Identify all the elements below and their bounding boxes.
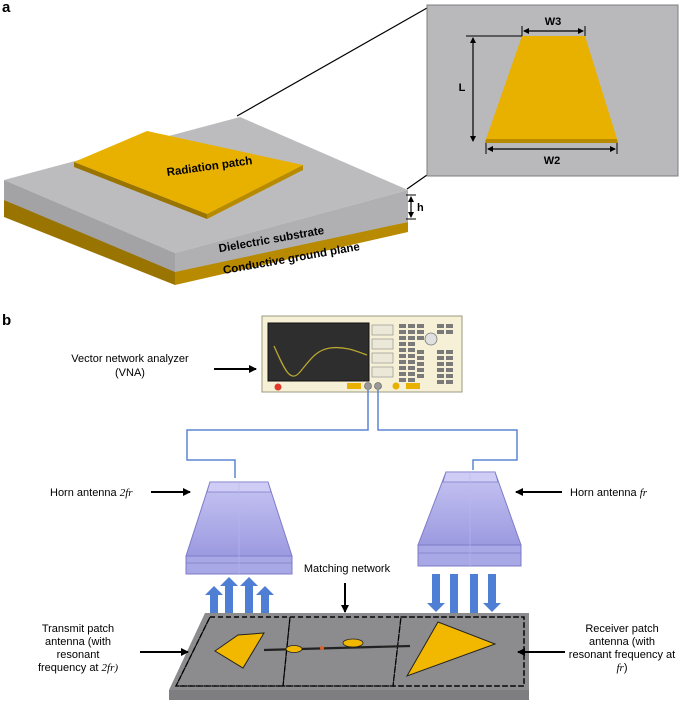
receiver-line-4: fr) — [616, 662, 627, 674]
receiver-line-1: Receiver patch — [585, 623, 658, 635]
patch-inset — [426, 4, 679, 177]
height-dimension — [406, 194, 416, 220]
receiver-section — [392, 616, 525, 687]
radiation-patch — [74, 131, 303, 219]
transmit-freq: 2fr) — [102, 662, 119, 674]
horn-left-label: Horn antenna 2fr — [50, 487, 133, 499]
receiver-close: ) — [624, 662, 628, 674]
receiver-line-3: resonant frequency at — [569, 649, 675, 661]
wave-arrow-up — [220, 577, 238, 625]
vna-power-led — [274, 383, 282, 391]
transmit-label: Transmit patch antenna (with resonant fr… — [38, 623, 118, 674]
vna-label-line2: (VNA) — [115, 367, 145, 379]
matching-element — [320, 646, 324, 650]
inset-trapezoid-edge — [485, 139, 618, 143]
panel-b-label: b — [2, 312, 11, 329]
panel-a: a Radiation patch Dielectric substrate C… — [2, 0, 679, 285]
substrate-front-face — [4, 180, 175, 272]
horn-right-prefix: Horn antenna — [570, 487, 640, 499]
transmit-patch — [214, 632, 265, 669]
inset-trapezoid — [486, 36, 617, 139]
wave-arrow-up — [256, 586, 274, 625]
vna-instrument — [261, 315, 463, 393]
vna-keypad — [399, 324, 453, 384]
wave-arrow-down — [483, 574, 501, 612]
panel-b: b — [2, 312, 675, 700]
ground-plane-front — [4, 200, 175, 285]
matching-stub-2 — [342, 638, 364, 648]
horn-antenna-right — [417, 471, 522, 567]
wave-arrow-down — [427, 574, 445, 612]
vna-label-line1: Vector network analyzer — [71, 353, 189, 365]
height-label: h — [417, 202, 424, 214]
l-label: L — [459, 82, 466, 94]
transmit-line-4: frequency at 2fr) — [38, 662, 118, 674]
vna-port-2 — [374, 382, 382, 390]
horn-left-freq: 2fr — [120, 487, 134, 499]
vna-trace — [273, 345, 368, 377]
radiation-patch-top — [74, 131, 303, 214]
vna-port-1 — [364, 382, 372, 390]
wave-arrow-down — [465, 574, 483, 623]
radiation-patch-edge — [74, 162, 207, 219]
transmit-section — [175, 616, 291, 687]
receive-waves — [427, 574, 501, 623]
receiver-patch — [405, 621, 497, 677]
receiver-line-2: antenna (with — [589, 636, 655, 648]
horn-antenna-left — [185, 481, 293, 575]
receiver-label: Receiver patch antenna (with resonant fr… — [569, 623, 675, 674]
cable-right — [377, 390, 518, 470]
transmit-line-4-text: frequency at — [38, 662, 102, 674]
transmit-line-2: antenna (with — [45, 636, 111, 648]
matching-stub-1 — [285, 645, 303, 653]
horn-left-prefix: Horn antenna — [50, 487, 120, 499]
transmit-waves — [205, 577, 274, 625]
receiver-freq: fr — [616, 662, 624, 674]
vna-knob — [424, 332, 438, 346]
ground-plane-right — [175, 222, 408, 285]
zoom-line-bottom — [406, 174, 428, 190]
w2-label: W2 — [544, 155, 561, 167]
matching-label: Matching network — [304, 563, 391, 575]
zoom-line-top — [236, 7, 428, 117]
pcb-board — [169, 613, 529, 700]
w3-label: W3 — [545, 16, 562, 28]
wave-arrow-up — [205, 586, 223, 625]
panel-a-label: a — [2, 0, 11, 16]
pcb-side — [169, 690, 529, 700]
wave-arrow-up — [240, 577, 258, 625]
transmit-line-1: Transmit patch — [42, 623, 114, 635]
transmit-line-3: resonant — [57, 649, 100, 661]
cable-left — [186, 390, 369, 478]
wave-arrow-down — [445, 574, 463, 623]
substrate-right-face — [175, 190, 408, 272]
radiation-patch-edge-right — [207, 165, 303, 219]
horn-right-freq: fr — [640, 487, 648, 499]
horn-right-label: Horn antenna fr — [570, 487, 648, 499]
